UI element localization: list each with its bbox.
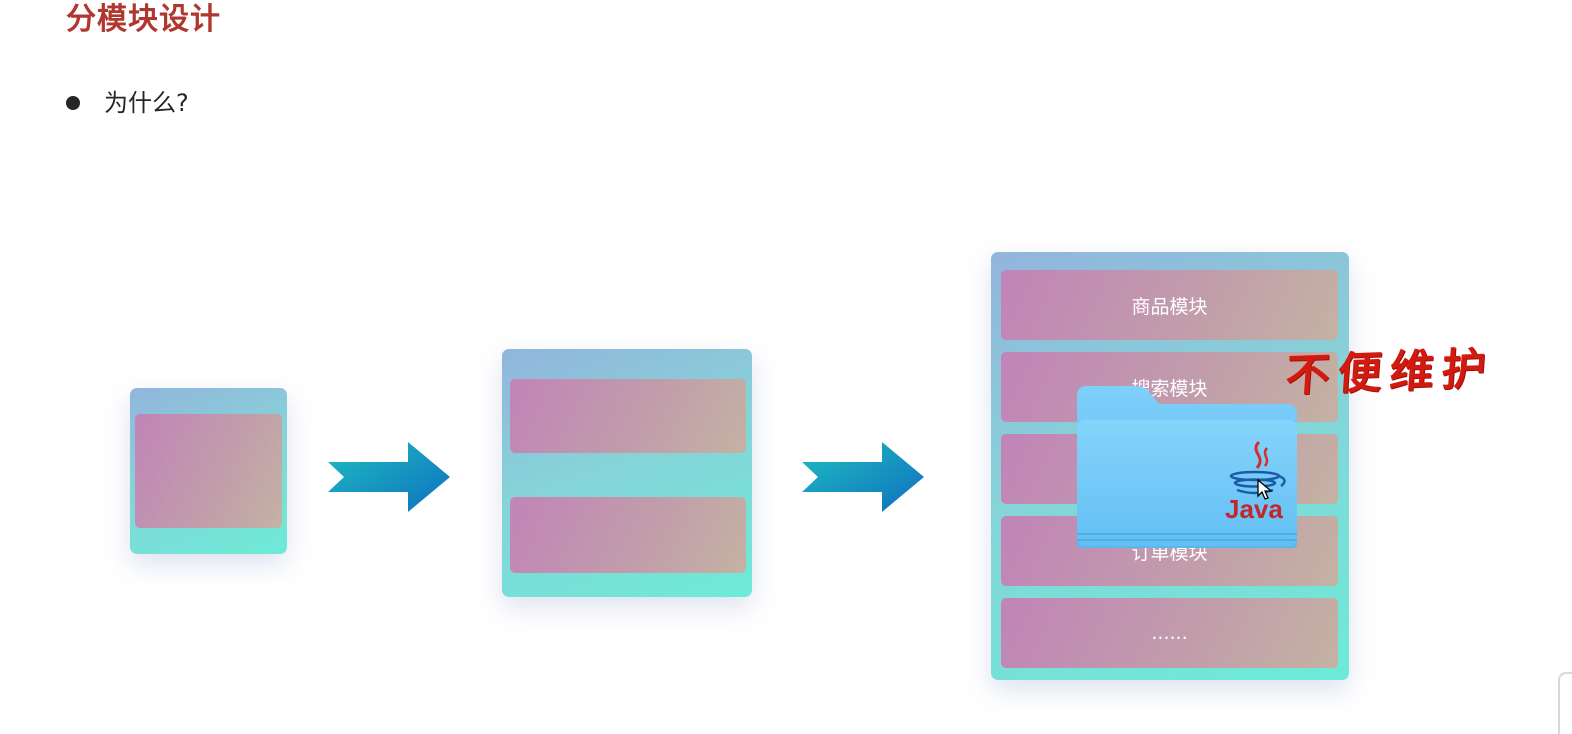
module-more: ......: [1001, 598, 1338, 668]
stage2-module-1: [510, 379, 746, 453]
corner-decoration: [1558, 672, 1572, 734]
folder-icon: Java: [1075, 384, 1299, 550]
module-goods: 商品模块: [1001, 270, 1338, 340]
bullet-dot-icon: [66, 96, 80, 110]
slide-title: 分模块设计: [66, 2, 221, 37]
stage1-module: [135, 414, 282, 528]
arrow-right-icon: [328, 442, 450, 512]
stage2-module-2: [510, 497, 746, 573]
mouse-cursor-icon: [1257, 479, 1273, 500]
bullet-item: 为什么?: [66, 86, 189, 120]
stage2-container: [502, 349, 752, 597]
java-cup-icon: [1229, 440, 1286, 495]
folder-label: Java: [1225, 494, 1283, 524]
arrow-right-icon: [802, 442, 924, 512]
overlay-text: 不便维护: [1283, 343, 1496, 402]
stage1-container: [130, 388, 287, 554]
bullet-text: 为什么?: [104, 89, 189, 117]
